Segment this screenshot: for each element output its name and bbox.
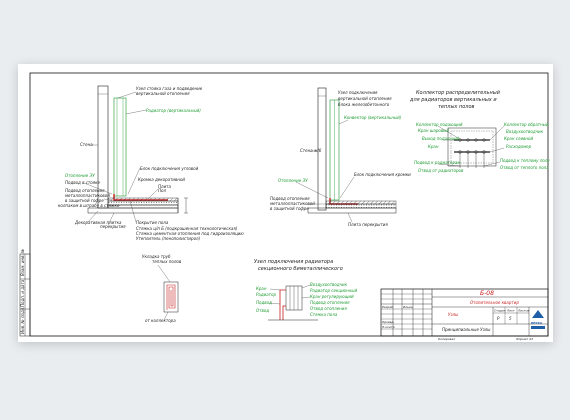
collector-title-3: теплых полов	[438, 104, 475, 110]
stamp-stage: Р	[497, 316, 500, 321]
node1-label-wall: Стена	[80, 142, 93, 147]
collector-left-label-5: Подвод к радиаторам	[414, 160, 460, 165]
node2-title-1: Узел подключения	[338, 90, 378, 95]
node1-label-gofra: в защитной гофре	[65, 198, 104, 203]
radiator-left-label-4: Отвод	[256, 308, 269, 313]
node1-label-screed-c: Стяжка цементная отопления под гидроизол…	[136, 231, 244, 236]
collector-left-label-1: Коллектор подающий	[416, 122, 463, 127]
radiator-left-label-2: Радиатор	[256, 292, 276, 297]
radiator-title-1: Узел подключения радиатора	[254, 259, 333, 265]
node1-label-radiator: Радиатор (вертикальный)	[146, 108, 201, 113]
floor-heating-loop	[166, 284, 176, 310]
node1-label-riser: Подвод в стояке	[65, 180, 100, 185]
collector-right-label-1: Коллектор обратный	[504, 122, 549, 127]
sheet-frame	[29, 72, 549, 337]
stamp-header-stage: Стадия	[494, 309, 506, 313]
radiator-right-label-4: Подвод отопления	[310, 300, 350, 305]
collector-left-label-2: Кран шаровый	[418, 128, 449, 133]
node1-label-plate: Плита	[158, 184, 171, 189]
stamp-header-sheets: Листов	[517, 309, 529, 313]
radiator-right-label-3: Кран регулирующий	[310, 294, 354, 299]
technical-drawing: Взам. инв. № Подп. и дата Инв. № подл. У…	[19, 72, 550, 341]
radiator-left-label-3: Подвод	[256, 300, 272, 305]
radiator-right-label-5: Отвод отопления	[310, 306, 347, 311]
floor-label-3: от коллектора	[145, 318, 176, 323]
node1-label-metal: металлопластиковой	[65, 193, 110, 198]
node1-label-heating: Отопление ЭУ	[65, 173, 95, 178]
collector-right-label-4: Расходомер	[506, 144, 532, 149]
node1-label-screed-b: Стяжка ц/п Б (подкрашенная технологическ…	[136, 226, 238, 231]
side-strip-label-1: Взам. инв. №	[20, 249, 25, 276]
node1-title-2: вертикальной отопления	[136, 91, 190, 96]
node2-label-gofra: в защитной гофре	[270, 206, 309, 211]
node1-label-supply: Подвод отопления	[65, 188, 105, 193]
collector-title-1: Коллектор распределительный	[416, 90, 501, 96]
floor-label-1: Укладка труб	[142, 254, 171, 259]
collector-right-label-6: Отвод от теплого пола	[500, 165, 549, 170]
node2-label-supply: Подвод отопления	[270, 196, 310, 201]
collector-right-label-2: Воздухоотводчик	[506, 129, 544, 134]
stamp-section: Узлы	[448, 312, 458, 317]
stamp-copied: Копировал	[438, 337, 455, 341]
collector-title-2: для радиаторов вертикальных и	[409, 97, 497, 103]
stamp-role-1: Разраб.	[382, 305, 394, 309]
radiator-right-label-1: Воздухоотводчик	[310, 282, 348, 287]
node1-label-overlap: перекрытия	[100, 224, 126, 229]
floor-heating-scheme: Укладка труб теплых полов от коллектора	[142, 254, 182, 323]
radiator-node-detail: Узел подключения радиатора секционного б…	[254, 259, 358, 321]
stamp-sheet-title: Принципиальные Узлы	[442, 327, 490, 332]
node2-label-heating: Отопление ЭУ	[278, 178, 308, 183]
node1-label-edge: Кромка декоративной	[138, 177, 185, 182]
collector-left-label-4: Кран	[428, 144, 439, 149]
node-1-wall-detail: Узел стояка газа и подведение вертикальн…	[58, 85, 244, 241]
node1-label-screed: колпаком в штрабу в стяжке	[58, 203, 120, 208]
collector-right-label-5: Подвод к теплому полу	[500, 158, 550, 163]
node2-label-wall: Стена ж/б	[300, 148, 322, 153]
title-block: Б-08 Отопительное квартир Узлы Принципиа…	[380, 288, 549, 341]
node2-label-plate: Плита перекрытия	[348, 222, 388, 227]
node1-label-block: Блок подключения угловой	[140, 166, 199, 171]
node2-label-convector: Конвектор (вертикальный)	[344, 115, 402, 120]
node1-label-floor: Пол	[158, 188, 166, 193]
node2-title-2: вертикальной отопления	[338, 96, 392, 101]
logo-text: ВЕРХА	[531, 321, 543, 325]
stamp-role-2: Провер.	[382, 320, 395, 324]
node1-radiator	[113, 97, 127, 197]
stamp-code: Б-08	[480, 290, 494, 297]
node1-label-cover: Покрытие пола	[136, 220, 169, 225]
side-strip-label-2: Подп. и дата	[20, 279, 25, 307]
radiator-left-label-1: Кран	[256, 286, 267, 291]
stamp-header-sheet: Лист	[506, 309, 515, 313]
collector-cabinet	[447, 127, 497, 167]
drawing-sheet: Взам. инв. № Подп. и дата Инв. № подл. У…	[18, 64, 553, 342]
node2-label-block: Блок подключения кромки	[354, 172, 411, 177]
radiator-right-label-2: Радиатор секционный	[310, 288, 358, 293]
stamp-sheet-num: 5	[509, 316, 512, 321]
radiator-title-2: секционного биметаллического	[258, 266, 343, 272]
node2-title-3: блока железобетонного	[338, 102, 390, 107]
stamp-project: Отопительное квартир	[470, 300, 519, 305]
company-logo-icon: ВЕРХА	[531, 310, 545, 329]
node1-label-decor: Декоративная плитка	[74, 220, 122, 225]
node-2-wall-detail: Узел подключения вертикальной отопления …	[270, 87, 411, 227]
floor-label-2: теплых полов	[152, 259, 182, 264]
collector-left-label-3: Выход подающий	[422, 136, 460, 141]
side-strip-label-3: Инв. № подл.	[20, 306, 25, 334]
stamp-signature: Ильин	[403, 305, 413, 309]
collector-detail: Коллектор распределительный для радиатор…	[409, 90, 550, 173]
collector-left-label-6: Отвод от радиаторов	[418, 168, 464, 173]
node1-title-1: Узел стояка газа и подведение	[136, 86, 203, 91]
stamp-role-3: Н.контр.	[382, 325, 395, 329]
collector-right-label-3: Кран сливной	[504, 136, 533, 141]
stamp-format: Формат А3	[516, 337, 533, 341]
floor-heating-area	[163, 281, 179, 313]
node1-label-insulation: Утеплитель (пенополистирол)	[136, 236, 201, 241]
node2-wall	[317, 87, 327, 211]
radiator-right-label-6: Стяжка пола	[310, 312, 338, 317]
side-strip: Взам. инв. № Подп. и дата Инв. № подл.	[19, 249, 31, 337]
node2-label-metal: металлопластиковой	[270, 201, 315, 206]
